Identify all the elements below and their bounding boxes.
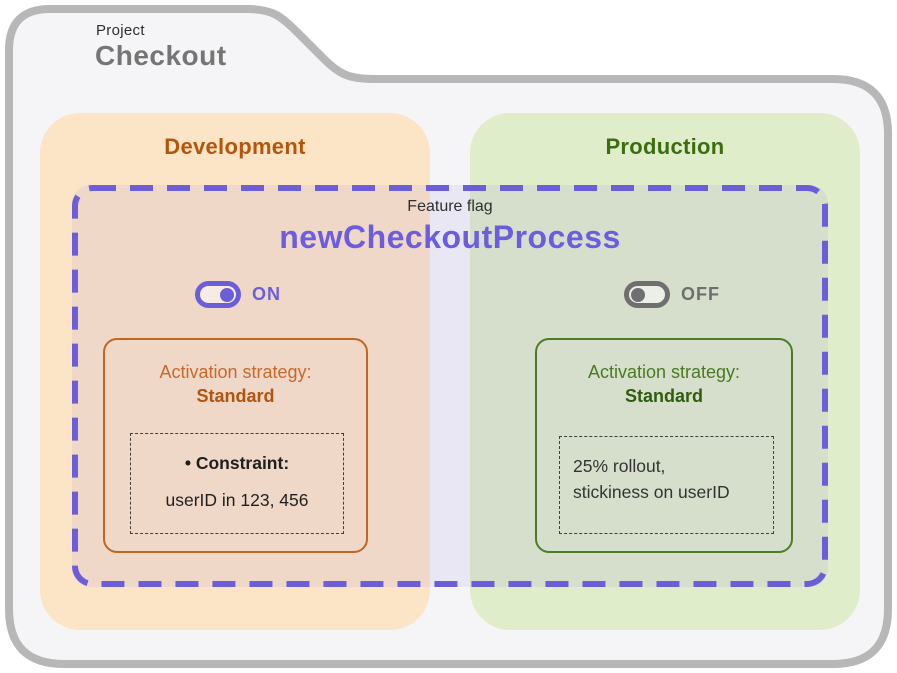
constraint-heading: • Constraint: bbox=[184, 453, 290, 473]
dashed-border bbox=[72, 185, 828, 587]
toggle-state-label-development: ON bbox=[252, 284, 281, 304]
rollout-box: 25% rollout, stickiness on userID bbox=[559, 436, 774, 534]
strategy-title: Activation strategy: bbox=[587, 362, 741, 382]
strategy-type: Standard bbox=[624, 386, 703, 406]
constraint-box: • Constraint: userID in 123, 456 bbox=[130, 433, 344, 534]
strategy-title: Activation strategy: bbox=[159, 362, 312, 382]
toggle-row-production: OFF bbox=[624, 281, 720, 308]
project-title: Checkout bbox=[95, 40, 227, 71]
toggle-knob bbox=[631, 287, 645, 302]
feature-toggle-development[interactable] bbox=[195, 281, 241, 308]
toggle-knob bbox=[220, 287, 234, 302]
constraint-value: userID in 123, 456 bbox=[165, 490, 309, 510]
environment-production-title: Production bbox=[605, 134, 725, 159]
strategy-card-production: Activation strategy: Standard 25% rollou… bbox=[535, 338, 793, 553]
rollout-line-1: 25% rollout, bbox=[573, 456, 666, 476]
project-label: Project bbox=[96, 22, 145, 39]
feature-toggle-production[interactable] bbox=[624, 281, 670, 308]
feature-flag-label: Feature flag bbox=[407, 198, 493, 215]
feature-flag-name: newCheckoutProcess bbox=[279, 219, 621, 255]
strategy-card-development: Activation strategy: Standard • Constrai… bbox=[103, 338, 368, 553]
rollout-line-2: stickiness on userID bbox=[573, 482, 730, 502]
environment-development-title: Development bbox=[164, 134, 306, 159]
strategy-type: Standard bbox=[196, 386, 275, 406]
toggle-state-label-production: OFF bbox=[681, 284, 720, 304]
toggle-row-development: ON bbox=[195, 281, 281, 308]
feature-flag-scope bbox=[72, 185, 828, 587]
